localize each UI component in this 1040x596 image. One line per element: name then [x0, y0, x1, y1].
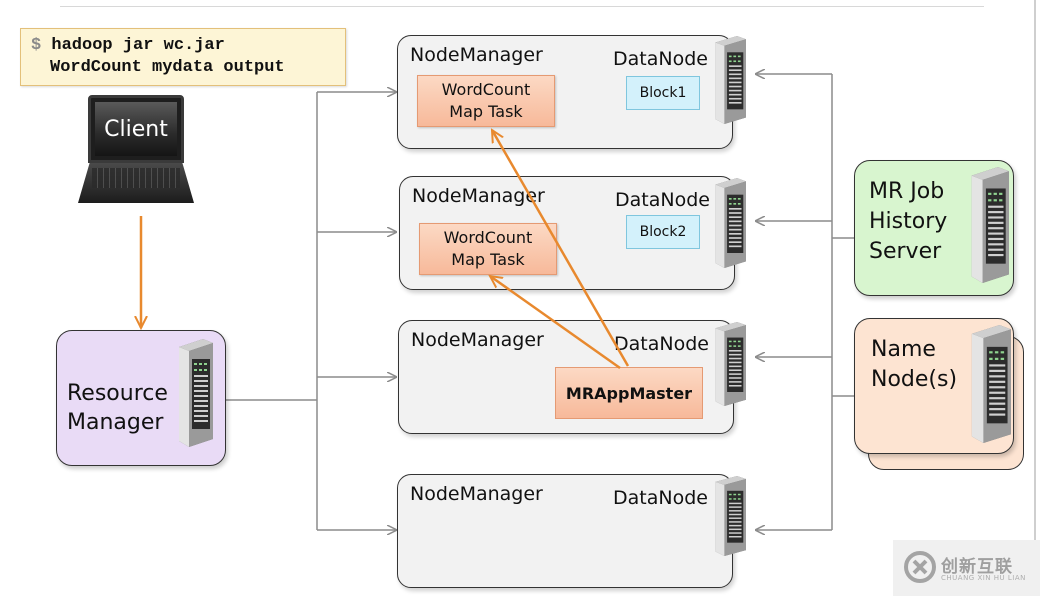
name-node-label: Name Node(s)	[871, 335, 957, 395]
command-box: $ hadoop jar wc.jar WordCount mydata out…	[20, 28, 346, 86]
map-task-line2: Map Task	[449, 102, 523, 121]
command-line-1: hadoop jar wc.jar	[51, 36, 225, 55]
block-label: Block2	[626, 215, 700, 249]
watermark-text: 创新互联	[941, 557, 1013, 577]
datanode-label: DataNode	[615, 189, 710, 211]
mr-app-master-box: MRAppMaster	[555, 367, 703, 419]
job-history-line1: MR Job	[869, 179, 945, 204]
laptop-screen: Client	[88, 95, 184, 163]
node-manager-label: NodeManager	[412, 185, 545, 207]
job-history-label: MR Job History Server	[869, 177, 965, 267]
map-task-line1: WordCount	[443, 228, 533, 247]
name-node-line1: Name	[871, 337, 936, 362]
watermark-subtext: CHUANG XIN HU LIAN	[941, 574, 1026, 582]
node-manager-label: NodeManager	[411, 329, 544, 351]
name-node-box: Name Node(s)	[854, 318, 1014, 454]
resource-manager-box: Resource Manager	[56, 330, 226, 466]
resource-manager-label: Resource Manager	[67, 379, 168, 437]
top-divider	[60, 6, 984, 7]
map-task-line1: WordCount	[441, 80, 531, 99]
datanode-label: DataNode	[614, 333, 709, 355]
app-master-to-task2-arrow	[490, 276, 621, 370]
laptop-keyboard	[92, 168, 180, 188]
job-history-server-box: MR Job History Server	[854, 160, 1014, 296]
node-manager-3: NodeManager DataNode MRAppMaster	[398, 320, 734, 434]
watermark: 创新互联 CHUANG XIN HU LIAN	[893, 540, 1040, 596]
watermark-logo-icon	[904, 551, 936, 583]
job-history-line3: Server	[869, 239, 942, 264]
node-manager-label: NodeManager	[410, 44, 543, 66]
laptop-icon: Client	[78, 95, 194, 207]
datanode-label: DataNode	[613, 487, 708, 509]
resource-manager-line1: Resource	[67, 381, 168, 406]
map-task-box: WordCount Map Task	[417, 75, 555, 127]
name-node-line2: Node(s)	[871, 367, 958, 392]
map-task-line2: Map Task	[451, 250, 525, 269]
node-manager-1: NodeManager DataNode WordCount Map Task …	[397, 35, 733, 149]
node-manager-4: NodeManager DataNode	[397, 474, 733, 588]
map-task-box: WordCount Map Task	[419, 223, 557, 275]
datanode-label: DataNode	[613, 48, 708, 70]
prompt-symbol: $	[31, 36, 42, 55]
app-master-to-task1-arrow	[492, 130, 630, 367]
block-label: Block1	[626, 76, 700, 110]
command-line-2: WordCount mydata output	[50, 58, 285, 77]
node-manager-label: NodeManager	[410, 483, 543, 505]
right-divider	[1034, 0, 1036, 540]
client-label: Client	[95, 102, 177, 156]
job-history-line2: History	[869, 209, 948, 234]
resource-manager-line2: Manager	[67, 410, 164, 435]
